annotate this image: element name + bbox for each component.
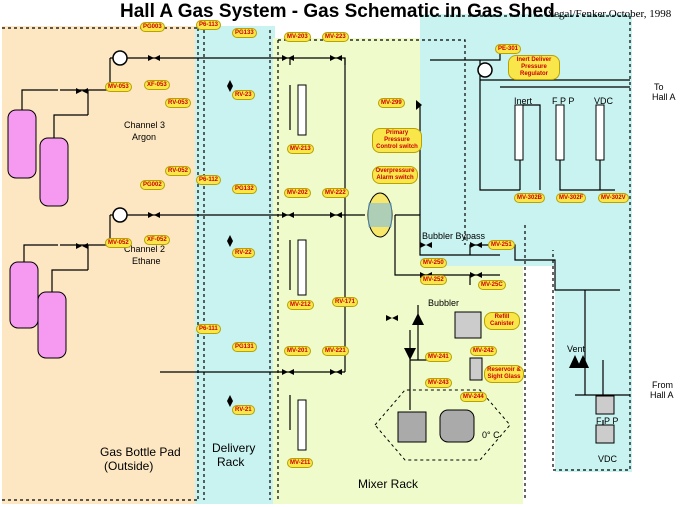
tag-pg132: PG132 <box>232 184 257 194</box>
tag-pg133: PG133 <box>232 28 257 38</box>
flowmeters <box>297 84 605 451</box>
note-overpressure: Overpressure Alarm switch <box>372 166 418 184</box>
tag-rv053: RV-053 <box>165 98 191 108</box>
tag-rv21: RV-21 <box>232 405 255 415</box>
note-inert-regulator: Inert Deliver Pressure Regulator <box>508 55 560 80</box>
tag-mv243: MV-243 <box>425 378 452 388</box>
note-refill: Refill Canister <box>484 312 520 330</box>
fpp-bottom-label: F P P <box>596 416 618 426</box>
tag-pe301: PE-301 <box>495 44 522 54</box>
zone-mixer-label: Mixer Rack <box>358 477 419 491</box>
tag-xf052: XF-052 <box>144 235 170 245</box>
valves <box>76 55 482 407</box>
zone-bottle-pad-sub: (Outside) <box>104 459 153 473</box>
channel3-gas: Argon <box>132 132 156 142</box>
zone-delivery-sub: Rack <box>217 455 245 469</box>
tag-xf053: XF-053 <box>144 80 170 90</box>
channel3-label: Channel 3 <box>124 120 165 130</box>
tag-mv252: MV-252 <box>420 275 447 285</box>
inert-border <box>420 15 631 471</box>
tag-mv202: MV-202 <box>284 188 311 198</box>
tag-mv203: MV-203 <box>284 32 311 42</box>
tag-p6112: P6-112 <box>196 175 222 185</box>
zone-bottle-pad-label: Gas Bottle Pad <box>100 445 181 459</box>
tag-mv250: MV-250 <box>420 258 447 268</box>
tag-mv052: MV-052 <box>105 238 132 248</box>
tag-mv222: MV-222 <box>322 188 349 198</box>
temperature-label: 0° C <box>482 430 500 440</box>
tag-p6111: P6-111 <box>196 324 221 334</box>
regulators <box>112 50 493 223</box>
tag-mv302v: MV-302V <box>598 193 629 203</box>
vent-arrows <box>404 313 589 368</box>
delivery-rack-zone <box>195 26 275 504</box>
tag-mv241: MV-241 <box>425 352 452 362</box>
channel2-gas: Ethane <box>132 256 161 266</box>
bubbler-bypass-label: Bubbler Bypass <box>422 231 486 241</box>
note-primary-switch: Primary Pressure Control switch <box>372 128 422 153</box>
delivery-border <box>203 30 271 500</box>
bubbler-bath <box>374 311 615 461</box>
tag-mv201: MV-201 <box>284 346 311 356</box>
tag-mv223: MV-223 <box>322 32 349 42</box>
tag-mv213: MV-213 <box>287 144 314 154</box>
fpp-label: F P P <box>552 96 574 106</box>
inert-label: Inert <box>514 96 533 106</box>
tag-mv302b: MV-302B <box>514 193 546 203</box>
tag-mv221: MV-221 <box>322 346 349 356</box>
tag-rv23: RV-23 <box>232 90 255 100</box>
to-hall-label: To <box>654 82 664 92</box>
tag-mv212: MV-212 <box>287 300 314 310</box>
to-hall-label-2: Hall A <box>652 92 676 102</box>
tag-mv299: MV-299 <box>378 98 405 108</box>
vent-label: Vent <box>567 344 586 354</box>
from-hall-label: From <box>652 380 673 390</box>
from-hall-label-2: Hall A <box>650 390 674 400</box>
tag-mv242: MV-242 <box>470 346 497 356</box>
tag-mv053: MV-053 <box>105 82 132 92</box>
zone-delivery-label: Delivery <box>212 441 255 455</box>
tag-mv211: MV-211 <box>287 458 314 468</box>
tag-pg002: PG002 <box>140 180 165 190</box>
bottle-pad-border <box>2 27 199 501</box>
tag-rv052: RV-052 <box>165 166 191 176</box>
return-rack-zone <box>555 240 632 472</box>
tag-pg003: PG003 <box>140 22 165 32</box>
tag-mv25c: MV-25C <box>478 280 506 290</box>
tag-mv251: MV-251 <box>488 240 515 250</box>
argon-bottles <box>7 109 69 359</box>
tag-pg131: PG131 <box>232 342 257 352</box>
credit-text: Segal/Fenker October, 1998 <box>548 8 672 20</box>
vdc-label: VDC <box>594 96 614 106</box>
page-title: Hall A Gas System - Gas Schematic in Gas… <box>120 1 555 22</box>
note-reservoir: Reservoir & Sight Glass <box>484 365 524 383</box>
bubbler-label: Bubbler <box>428 298 459 308</box>
tag-p6113: P6-113 <box>196 20 222 30</box>
channel2-label: Channel 2 <box>124 244 165 254</box>
vdc-bottom-label: VDC <box>598 454 618 464</box>
tag-mv302f: MV-302F <box>556 193 587 203</box>
tag-rv171: RV-171 <box>332 297 358 307</box>
tag-rv22: RV-22 <box>232 248 255 258</box>
tag-mv244: MV-244 <box>460 392 487 402</box>
